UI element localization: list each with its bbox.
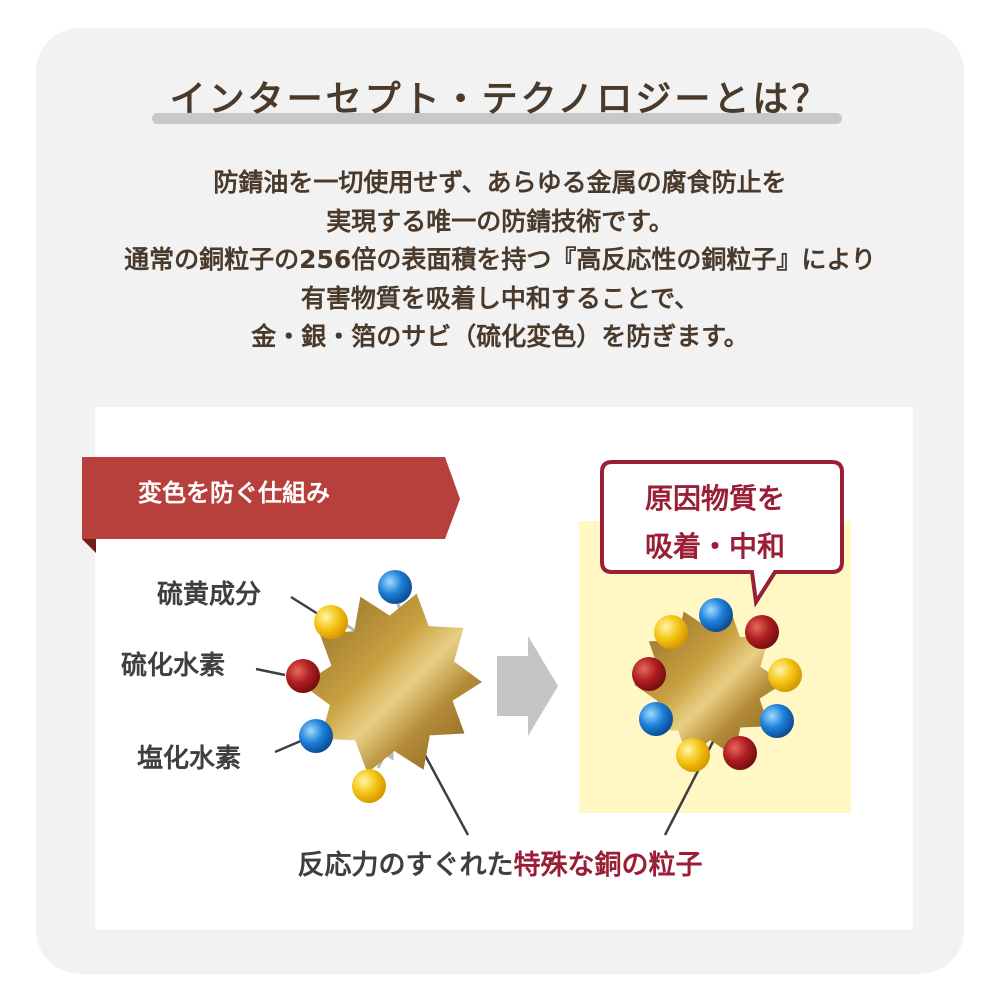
label-sulfur: 硫黄成分 <box>157 580 262 610</box>
label-hydrogen-chloride: 塩化水素 <box>137 744 242 774</box>
label-leaders <box>255 595 722 836</box>
diagram-caption: 反応力のすぐれた特殊な銅の粒子 <box>0 843 1000 882</box>
adsorbed-particles <box>632 598 802 772</box>
hydrogen-sulfide-particle <box>286 659 320 693</box>
page-title: インターセプト・テクノロジーとは？ <box>169 79 831 120</box>
transition-arrow-icon <box>497 636 558 736</box>
sulfur-particle <box>314 605 348 639</box>
intro-line-1: 防錆油を一切使用せず、あらゆる金属の腐食防止を <box>213 168 787 197</box>
ribbon-label: 変色を防ぐ仕組み <box>138 479 330 507</box>
callout-bubble <box>600 460 844 608</box>
title-underline <box>152 113 842 124</box>
intro-text: 防錆油を一切使用せず、あらゆる金属の腐食防止を 実現する唯一の防錆技術です。 通… <box>30 164 970 357</box>
intro-line-4: 有害物質を吸着し中和することで、 <box>300 283 700 313</box>
intro-line-5: 金・銀・箔のサビ（硫化変色）を防ぎます。 <box>251 322 749 351</box>
intro-line-3: 通常の銅粒子の256倍の表面積を持つ『高反応性の銅粒子』により <box>124 245 876 274</box>
callout-line-1: 原因物質を <box>644 482 785 515</box>
callout-line-2: 吸着・中和 <box>644 530 785 563</box>
yellow-particle-bottom <box>352 769 386 803</box>
title-wrap: インターセプト・テクノロジーとは？ <box>0 70 1000 122</box>
ribbon-banner <box>82 457 460 539</box>
blue-particle-top <box>378 570 412 604</box>
hydrogen-chloride-particle <box>299 719 333 753</box>
caption-plain: 反応力のすぐれた <box>297 850 514 881</box>
ribbon-fold <box>82 539 96 553</box>
caption-highlight: 特殊な銅の粒子 <box>513 850 703 881</box>
callout-text: 原因物質を 吸着・中和 <box>598 475 832 571</box>
intro-line-2: 実現する唯一の防錆技術です。 <box>326 206 674 236</box>
copper-particle-left <box>302 593 482 773</box>
label-hydrogen-sulfide: 硫化水素 <box>121 651 226 681</box>
